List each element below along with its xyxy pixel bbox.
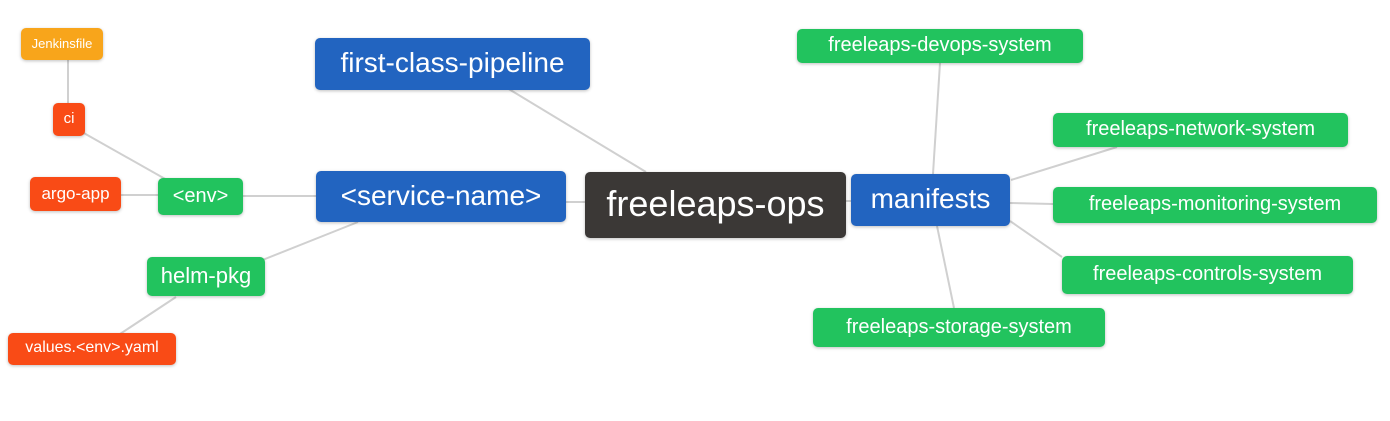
node-argo-app[interactable]: argo-app bbox=[30, 177, 121, 211]
node-first-class-pipeline[interactable]: first-class-pipeline bbox=[315, 38, 590, 90]
node-freeleaps-ops-root[interactable]: freeleaps-ops bbox=[585, 172, 846, 238]
edge-helm-pkg-service-name bbox=[259, 221, 359, 262]
edge-manifests-network bbox=[1010, 146, 1118, 181]
node-freeleaps-controls-system[interactable]: freeleaps-controls-system bbox=[1062, 256, 1353, 294]
node-freeleaps-monitoring-system[interactable]: freeleaps-monitoring-system bbox=[1053, 187, 1377, 223]
edge-manifests-devops bbox=[932, 62, 941, 175]
node-env[interactable]: <env> bbox=[158, 178, 243, 215]
node-helm-pkg[interactable]: helm-pkg bbox=[147, 257, 265, 296]
node-manifests[interactable]: manifests bbox=[851, 174, 1010, 226]
edge-manifests-monitoring bbox=[1009, 202, 1054, 205]
edge-pipeline-freeleaps-ops bbox=[506, 87, 647, 173]
node-service-name[interactable]: <service-name> bbox=[316, 171, 566, 222]
node-freeleaps-network-system[interactable]: freeleaps-network-system bbox=[1053, 113, 1348, 147]
node-ci[interactable]: ci bbox=[53, 103, 85, 136]
node-values-env-yaml[interactable]: values.<env>.yaml bbox=[8, 333, 176, 365]
node-jenkinsfile[interactable]: Jenkinsfile bbox=[21, 28, 103, 60]
edge-ci-env bbox=[81, 131, 168, 181]
edge-manifests-storage bbox=[936, 225, 955, 309]
node-freeleaps-storage-system[interactable]: freeleaps-storage-system bbox=[813, 308, 1105, 347]
edge-manifests-controls bbox=[1009, 220, 1063, 258]
node-freeleaps-devops-system[interactable]: freeleaps-devops-system bbox=[797, 29, 1083, 63]
edge-values-helm-pkg bbox=[119, 296, 177, 335]
